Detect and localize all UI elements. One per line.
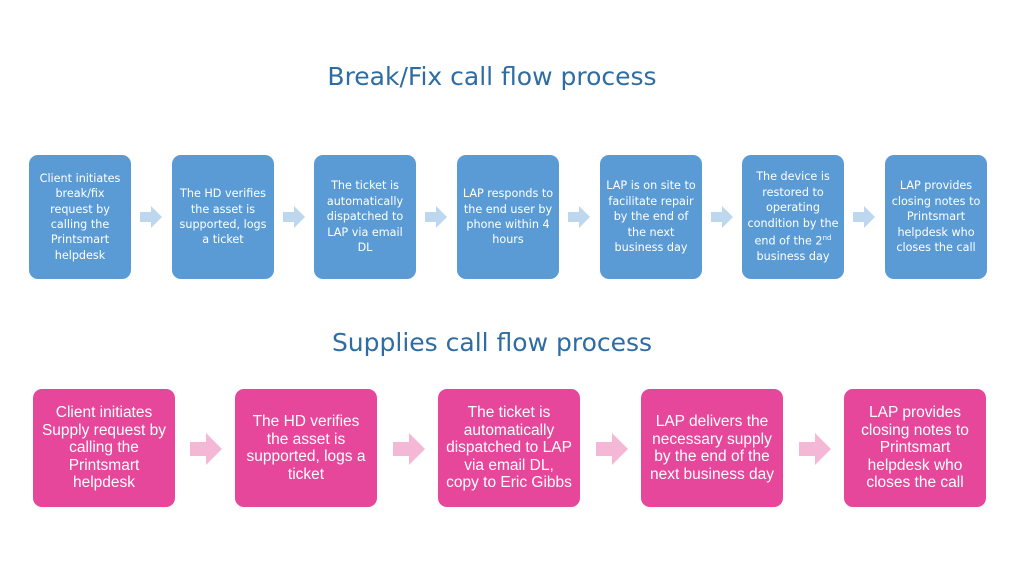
- breakfix-step-6-text: The device is restored to operating cond…: [747, 170, 839, 264]
- breakfix-step-3: The ticket is automatically dispatched t…: [314, 155, 416, 279]
- arrow-right-icon: [799, 433, 831, 465]
- breakfix-title: Break/Fix call flow process: [327, 62, 657, 91]
- supplies-step-2: The HD verifies the asset is supported, …: [235, 389, 377, 507]
- supplies-step-5: LAP provides closing notes to Printsmart…: [844, 389, 986, 507]
- breakfix-step-6: The device is restored to operating cond…: [742, 155, 844, 279]
- arrow-right-icon: [425, 206, 447, 228]
- arrow-right-icon: [393, 433, 425, 465]
- breakfix-step-4: LAP responds to the end user by phone wi…: [457, 155, 559, 279]
- breakfix-step-1: Client initiates break/fix request by ca…: [29, 155, 131, 279]
- breakfix-step-5: LAP is on site to facilitate repair by t…: [600, 155, 702, 279]
- arrow-right-icon: [711, 206, 733, 228]
- breakfix-step-7: LAP provides closing notes to Printsmart…: [885, 155, 987, 279]
- breakfix-step-2: The HD verifies the asset is supported, …: [172, 155, 274, 279]
- arrow-right-icon: [283, 206, 305, 228]
- arrow-right-icon: [568, 206, 590, 228]
- arrow-right-icon: [853, 206, 875, 228]
- supplies-step-3: The ticket is automatically dispatched t…: [438, 389, 580, 507]
- arrow-right-icon: [596, 433, 628, 465]
- arrow-right-icon: [140, 206, 162, 228]
- supplies-step-4: LAP delivers the necessary supply by the…: [641, 389, 783, 507]
- arrow-right-icon: [190, 433, 222, 465]
- supplies-title: Supplies call flow process: [331, 328, 653, 357]
- supplies-step-1: Client initiates Supply request by calli…: [33, 389, 175, 507]
